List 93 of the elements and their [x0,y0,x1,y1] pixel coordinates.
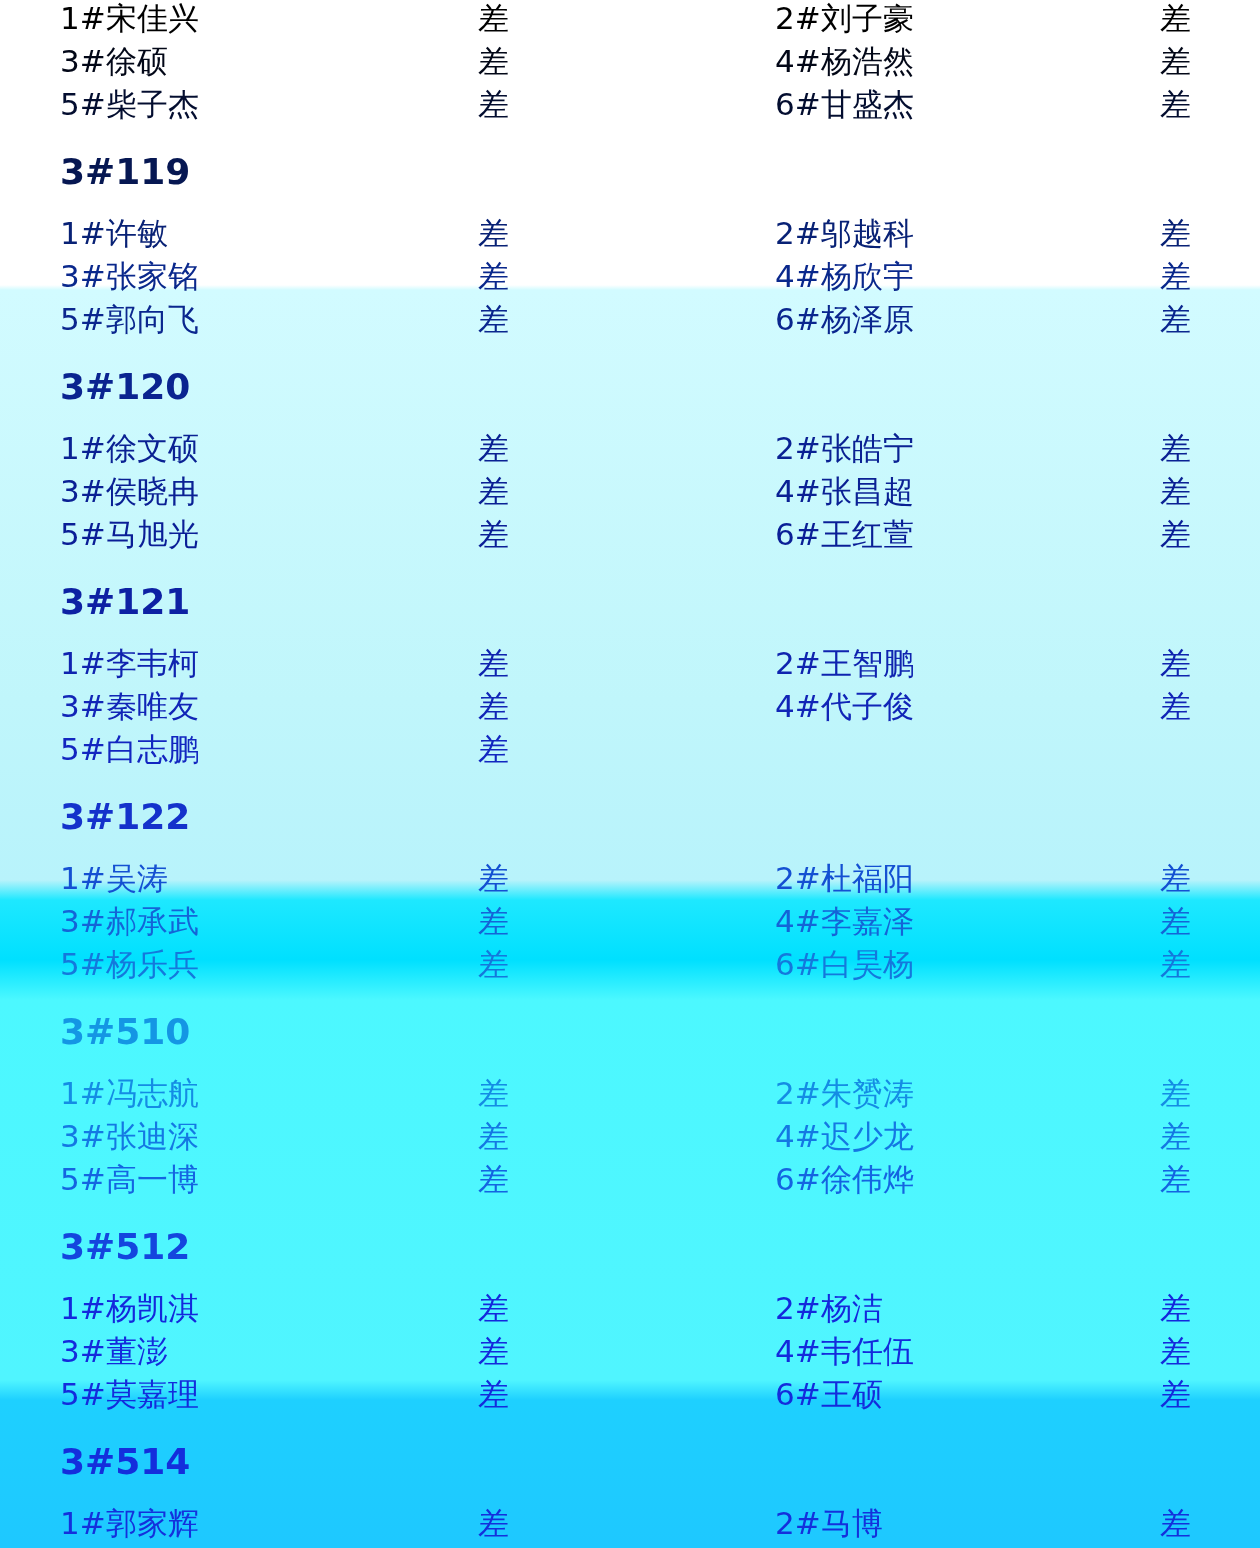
student-name: 3#郝承武 [60,903,199,939]
student-name: 2#朱赟涛 [775,1075,914,1111]
student-name: 1#李韦柯 [60,645,199,681]
student-name: 6#徐伟烨 [775,1161,914,1197]
room-heading: 3#120 [60,366,191,408]
rating-text: 差 [1160,1161,1191,1197]
student-name: 3#张迪深 [60,1118,199,1154]
rating-text: 差 [478,1376,509,1412]
rating-text: 差 [478,688,509,724]
rating-text: 差 [1160,473,1191,509]
student-name: 4#张昌超 [775,473,914,509]
rating-text: 差 [478,1333,509,1369]
rating-text: 差 [478,645,509,681]
student-name: 4#迟少龙 [775,1118,914,1154]
student-name: 2#马博 [775,1505,883,1541]
student-name: 4#韦任伍 [775,1333,914,1369]
student-name: 1#宋佳兴 [60,0,199,36]
rating-text: 差 [478,86,509,122]
rating-text: 差 [478,860,509,896]
student-name: 2#王智鹏 [775,645,914,681]
student-name: 1#郭家辉 [60,1505,199,1541]
student-name: 5#高一博 [60,1161,199,1197]
student-name: 5#白志鹏 [60,731,199,767]
rating-text: 差 [478,301,509,337]
rating-text: 差 [478,258,509,294]
student-name: 3#董澎 [60,1333,168,1369]
room-heading: 3#514 [60,1441,191,1483]
rating-text: 差 [478,215,509,251]
student-name: 5#柴子杰 [60,86,199,122]
rating-text: 差 [1160,1333,1191,1369]
rating-text: 差 [478,1075,509,1111]
rating-text: 差 [478,473,509,509]
rating-text: 差 [478,1505,509,1541]
room-heading: 3#121 [60,581,191,623]
student-name: 5#莫嘉理 [60,1376,199,1412]
rating-text: 差 [1160,1118,1191,1154]
rating-text: 差 [1160,903,1191,939]
student-name: 6#王红萱 [775,516,914,552]
student-name: 3#张家铭 [60,258,199,294]
student-name: 1#冯志航 [60,1075,199,1111]
rating-text: 差 [1160,1376,1191,1412]
student-name: 2#刘子豪 [775,0,914,36]
rating-text: 差 [478,946,509,982]
student-name: 6#甘盛杰 [775,86,914,122]
student-name: 3#徐硕 [60,43,168,79]
room-heading: 3#119 [60,151,191,193]
student-name: 4#代子俊 [775,688,914,724]
rating-text: 差 [478,0,509,36]
room-heading: 3#512 [60,1226,191,1268]
student-name: 5#杨乐兵 [60,946,199,982]
student-name: 2#杨洁 [775,1290,883,1326]
student-name: 5#郭向飞 [60,301,199,337]
student-name: 3#侯晓冉 [60,473,199,509]
rating-text: 差 [478,516,509,552]
student-name: 4#杨欣宇 [775,258,914,294]
rating-text: 差 [1160,860,1191,896]
rating-text: 差 [1160,946,1191,982]
rating-text: 差 [1160,430,1191,466]
rating-text: 差 [1160,516,1191,552]
student-name: 1#徐文硕 [60,430,199,466]
rating-text: 差 [1160,301,1191,337]
rating-text: 差 [1160,215,1191,251]
rating-text: 差 [1160,1075,1191,1111]
rating-text: 差 [478,430,509,466]
student-name: 1#杨凯淇 [60,1290,199,1326]
student-name: 1#许敏 [60,215,168,251]
rating-text: 差 [478,731,509,767]
rating-text: 差 [478,1118,509,1154]
room-heading: 3#510 [60,1011,191,1053]
room-heading: 3#122 [60,796,191,838]
rating-text: 差 [478,1161,509,1197]
rating-text: 差 [1160,645,1191,681]
student-name: 4#李嘉泽 [775,903,914,939]
student-name: 6#杨泽原 [775,301,914,337]
rating-text: 差 [1160,1505,1191,1541]
rating-text: 差 [1160,86,1191,122]
rating-text: 差 [1160,1290,1191,1326]
rating-text: 差 [1160,0,1191,36]
rating-text: 差 [478,903,509,939]
student-name: 2#邬越科 [775,215,914,251]
student-name: 4#杨浩然 [775,43,914,79]
rating-text: 差 [1160,258,1191,294]
rating-text: 差 [478,43,509,79]
student-name: 2#杜福阳 [775,860,914,896]
student-name: 3#秦唯友 [60,688,199,724]
student-name: 5#马旭光 [60,516,199,552]
student-name: 6#王硕 [775,1376,883,1412]
rating-text: 差 [1160,688,1191,724]
student-name: 6#白昊杨 [775,946,914,982]
student-name: 1#吴涛 [60,860,168,896]
rating-text: 差 [1160,43,1191,79]
student-name: 2#张皓宁 [775,430,914,466]
rating-text: 差 [478,1290,509,1326]
